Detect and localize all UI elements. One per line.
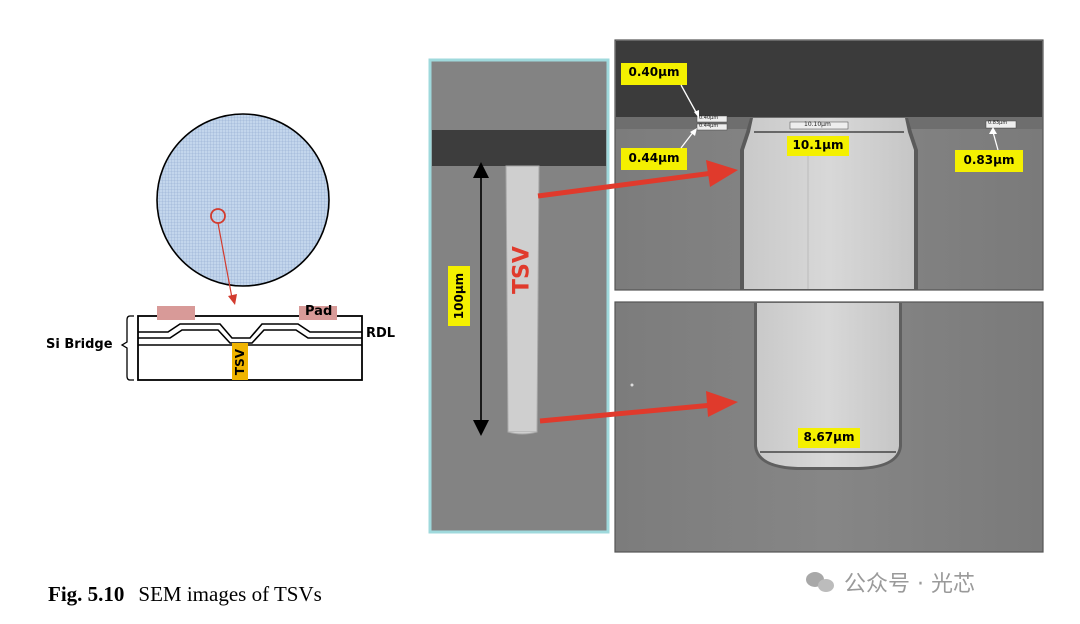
tsv-bar <box>232 343 248 380</box>
watermark: 公众号 · 光芯 <box>806 566 975 598</box>
figure-caption-text: SEM images of TSVs <box>138 582 322 606</box>
pad-right <box>299 306 337 320</box>
pad-left <box>157 306 195 320</box>
depth-label-box <box>448 266 470 326</box>
dim-083-label: 0.83μm <box>963 153 1015 167</box>
dim-box-bottom <box>798 428 860 448</box>
tsv-top-sem-image <box>614 39 1044 291</box>
tiny-scale-044: 0.44μm <box>699 123 719 129</box>
tiny-scale-083: 0.83μm <box>988 120 1008 126</box>
dim-044-label: 0.44μm <box>628 151 680 165</box>
callout-arrows <box>537 160 738 424</box>
dim-box-044 <box>621 148 687 170</box>
figure-graphic <box>120 39 1044 553</box>
tsv-bottom-sem-image <box>614 301 1044 553</box>
callout-arrowhead-bottom <box>706 391 738 417</box>
tsv-sem-label: TSV <box>509 246 535 294</box>
wechat-icon <box>806 570 836 594</box>
dim-bottom-width-label: 8.67μm <box>803 430 855 444</box>
dim-box-width <box>787 136 849 156</box>
rdl-label: RDL <box>366 326 396 341</box>
tiny-scale-width: 10.10μm <box>804 121 831 128</box>
si-bridge-cross-section <box>120 306 363 381</box>
pad-label: Pad <box>305 304 333 319</box>
dim-040-label: 0.40μm <box>628 65 680 79</box>
dim-box-040 <box>621 63 687 85</box>
callout-arrowhead-top <box>706 160 738 187</box>
depth-label: 100μm <box>452 272 466 320</box>
dim-width-label: 10.1μm <box>792 138 844 152</box>
figure-caption: Fig. 5.10 SEM images of TSVs <box>48 582 322 607</box>
wafer-schematic <box>156 113 330 305</box>
tsv-full-sem-image <box>428 58 610 534</box>
tsv-schematic-label: TSV <box>233 348 247 376</box>
wafer-zoom-arrowhead <box>228 294 237 305</box>
si-bridge-bracket <box>120 315 134 381</box>
watermark-text: 公众号 · 光芯 <box>844 572 975 597</box>
wafer-circle <box>156 113 330 287</box>
dim-box-083 <box>955 150 1023 172</box>
tiny-scale-040: 0.40μm <box>699 115 719 121</box>
figure-number: Fig. 5.10 <box>48 582 125 606</box>
si-bridge-label: Si Bridge <box>46 337 113 352</box>
wafer-zoom-line <box>217 222 233 299</box>
